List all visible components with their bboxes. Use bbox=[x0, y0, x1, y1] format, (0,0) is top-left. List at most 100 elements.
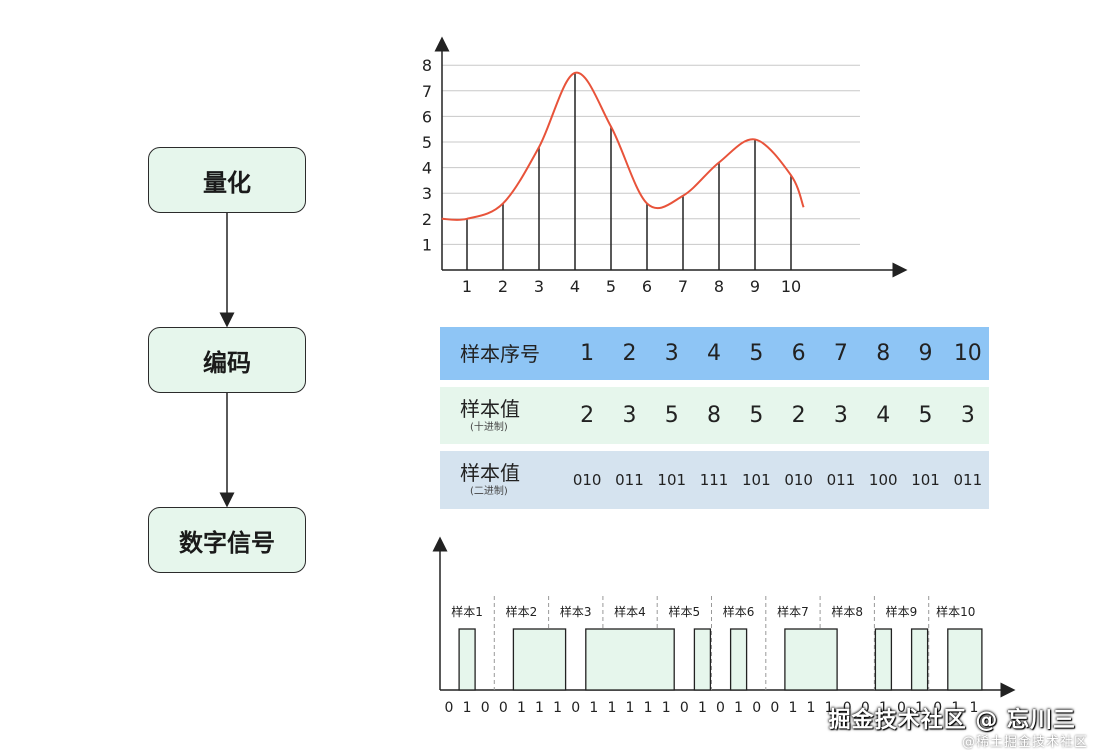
y-tick-label: 7 bbox=[422, 82, 432, 101]
y-tick-label: 3 bbox=[422, 184, 432, 203]
table-cell: 011 bbox=[826, 471, 856, 489]
bit-label: 1 bbox=[825, 700, 834, 716]
watermark-sub: @稀土掘金技术社区 bbox=[961, 735, 1088, 750]
bit-label: 1 bbox=[644, 700, 653, 716]
table-cell: 011 bbox=[615, 471, 644, 489]
bit-label: 1 bbox=[951, 700, 960, 716]
table-cell: 111 bbox=[699, 471, 729, 489]
x-tick-label: 7 bbox=[678, 277, 688, 296]
sample-label: 样本9 bbox=[886, 604, 918, 619]
table-cell: 5 bbox=[664, 403, 679, 428]
table-cell: 1 bbox=[580, 341, 595, 366]
y-tick-label: 2 bbox=[422, 210, 432, 229]
flow-step-encode-label: 编码 bbox=[203, 348, 251, 377]
y-tick-label: 8 bbox=[422, 56, 432, 75]
signal-pulse bbox=[947, 628, 983, 691]
table-cell: 5 bbox=[749, 403, 764, 428]
flow-step-digital-signal-label: 数字信号 bbox=[179, 528, 275, 557]
watermark: 掘金技术社区 @ 忘川三 bbox=[828, 708, 1076, 733]
table-cell: 6 bbox=[791, 341, 806, 366]
table-cell: 5 bbox=[749, 341, 764, 366]
table-row-binary-label: 样本值 bbox=[460, 461, 520, 485]
table-cell: 3 bbox=[622, 403, 637, 428]
bit-label: 1 bbox=[607, 700, 616, 716]
bit-label: 1 bbox=[788, 700, 797, 716]
sample-label: 样本7 bbox=[777, 604, 809, 619]
bit-label: 1 bbox=[807, 700, 816, 716]
x-tick-label: 3 bbox=[534, 277, 544, 296]
table-cell: 2 bbox=[580, 403, 595, 428]
x-tick-label: 1 bbox=[462, 277, 472, 296]
bit-label: 1 bbox=[969, 700, 978, 716]
x-tick-label: 5 bbox=[606, 277, 616, 296]
bit-label: 1 bbox=[626, 700, 635, 716]
table-cell: 101 bbox=[742, 471, 771, 489]
flow-step-quantize: 量化 bbox=[148, 147, 306, 213]
table-cell: 8 bbox=[876, 341, 891, 366]
sample-label: 样本2 bbox=[506, 604, 538, 619]
table-cell: 5 bbox=[918, 403, 933, 428]
bit-label: 0 bbox=[445, 700, 454, 716]
sample-label: 样本4 bbox=[614, 604, 646, 619]
table-cell: 010 bbox=[784, 471, 813, 489]
signal-pulse bbox=[729, 628, 748, 691]
y-tick-label: 6 bbox=[422, 107, 432, 126]
table-cell: 4 bbox=[876, 403, 891, 428]
y-tick-label: 5 bbox=[422, 133, 432, 152]
signal-pulse bbox=[693, 628, 712, 691]
table-cell: 4 bbox=[707, 341, 722, 366]
x-tick-label: 6 bbox=[642, 277, 652, 296]
sample-label: 样本10 bbox=[936, 604, 975, 619]
bit-label: 1 bbox=[553, 700, 562, 716]
table-cell: 100 bbox=[868, 471, 898, 489]
table-cell: 3 bbox=[833, 403, 848, 428]
table-row-decimal-label: 样本值 bbox=[460, 396, 520, 421]
bit-label: 1 bbox=[535, 700, 544, 716]
table-row-binary-sublabel: (二进制) bbox=[470, 486, 508, 497]
bit-label: 1 bbox=[698, 700, 707, 716]
table-cell: 101 bbox=[911, 471, 940, 489]
table-cell: 011 bbox=[953, 471, 983, 489]
y-tick-label: 1 bbox=[422, 235, 432, 254]
flow-step-quantize-label: 量化 bbox=[203, 168, 251, 197]
table-cell: 3 bbox=[960, 403, 975, 428]
bit-label: 0 bbox=[481, 700, 490, 716]
table-cell: 101 bbox=[657, 471, 687, 489]
bit-label: 0 bbox=[716, 700, 725, 716]
signal-pulse bbox=[512, 628, 567, 691]
bit-label: 1 bbox=[517, 700, 526, 716]
bit-label: 1 bbox=[879, 700, 888, 716]
bit-label: 0 bbox=[752, 700, 761, 716]
x-tick-label: 2 bbox=[498, 277, 508, 296]
bit-label: 1 bbox=[463, 700, 472, 716]
flow-step-digital-signal: 数字信号 bbox=[148, 507, 306, 573]
bit-label: 0 bbox=[897, 700, 906, 716]
bit-label: 0 bbox=[770, 700, 779, 716]
table-cell: 9 bbox=[918, 341, 933, 366]
signal-pulse bbox=[585, 628, 675, 691]
table-cell: 010 bbox=[572, 471, 602, 489]
sample-label: 样本6 bbox=[723, 604, 755, 619]
table-row-index-header: 样本序号 bbox=[440, 342, 566, 366]
sample-label: 样本8 bbox=[831, 604, 863, 619]
bit-label: 0 bbox=[933, 700, 942, 716]
x-tick-label: 4 bbox=[570, 277, 580, 296]
table-cell: 10 bbox=[953, 341, 982, 366]
table-row-binary: 样本值 (二进制) 010 011 101 111 101 010 011 100 101 011 bbox=[440, 451, 989, 509]
flow-step-encode: 编码 bbox=[148, 327, 306, 393]
table-row-index-label: 样本序号 bbox=[460, 341, 540, 366]
bit-label: 1 bbox=[662, 700, 671, 716]
sample-label: 样本1 bbox=[451, 604, 483, 619]
bit-label: 0 bbox=[843, 700, 852, 716]
table-row-decimal-sublabel: (十进制) bbox=[470, 421, 508, 433]
table-cell: 7 bbox=[833, 341, 848, 366]
table-row-binary-header: 样本值 (二进制) bbox=[440, 461, 566, 499]
y-tick-label: 4 bbox=[422, 159, 432, 178]
signal-pulse bbox=[784, 628, 838, 691]
bit-label: 1 bbox=[589, 700, 598, 716]
